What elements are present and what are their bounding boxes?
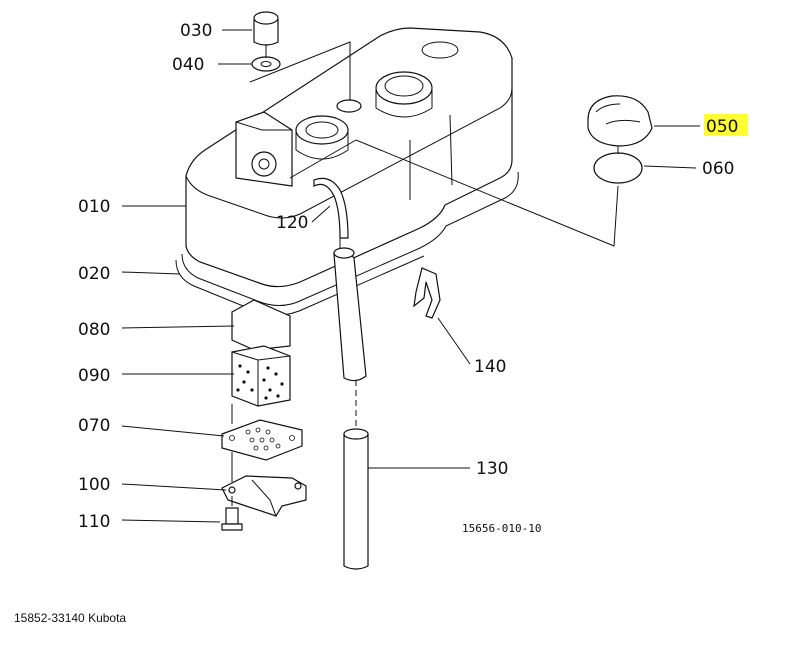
part-number-caption: 15852-33140 Kubota bbox=[14, 611, 126, 625]
callout-040: 040 bbox=[172, 55, 204, 75]
callout-120: 120 bbox=[276, 213, 308, 233]
breather-pipe-part bbox=[313, 177, 349, 239]
callout-140: 140 bbox=[474, 357, 506, 377]
perforated-plate-part bbox=[221, 419, 303, 461]
callout-100: 100 bbox=[78, 475, 110, 495]
drawing-reference-number: 15656-010-10 bbox=[462, 522, 541, 535]
callout-090: 090 bbox=[78, 366, 110, 386]
cover-plate-part bbox=[221, 475, 307, 517]
reference-lines bbox=[231, 41, 619, 506]
mesh-element-part bbox=[231, 345, 291, 407]
callout-110: 110 bbox=[78, 512, 110, 532]
o-ring-part bbox=[593, 152, 643, 184]
hose-upper-part bbox=[333, 251, 367, 382]
bolt-part bbox=[221, 507, 243, 531]
baffle-part bbox=[231, 299, 291, 351]
callout-010: 010 bbox=[78, 197, 110, 217]
leader-lines bbox=[121, 29, 700, 523]
oil-filler-cap-part bbox=[587, 95, 653, 147]
callout-020: 020 bbox=[78, 264, 110, 284]
valve-cover-part bbox=[185, 27, 513, 288]
callout-130: 130 bbox=[476, 459, 508, 479]
cap-nut-part bbox=[253, 11, 279, 46]
callout-080: 080 bbox=[78, 320, 110, 340]
hose-lower-part bbox=[343, 433, 369, 570]
washer-part bbox=[251, 56, 281, 72]
clip-part bbox=[413, 267, 441, 319]
callout-060: 060 bbox=[702, 159, 734, 179]
callout-070: 070 bbox=[78, 416, 110, 436]
callout-050: 050 bbox=[706, 117, 738, 137]
highlight-050 bbox=[704, 114, 748, 136]
callout-030: 030 bbox=[180, 21, 212, 41]
